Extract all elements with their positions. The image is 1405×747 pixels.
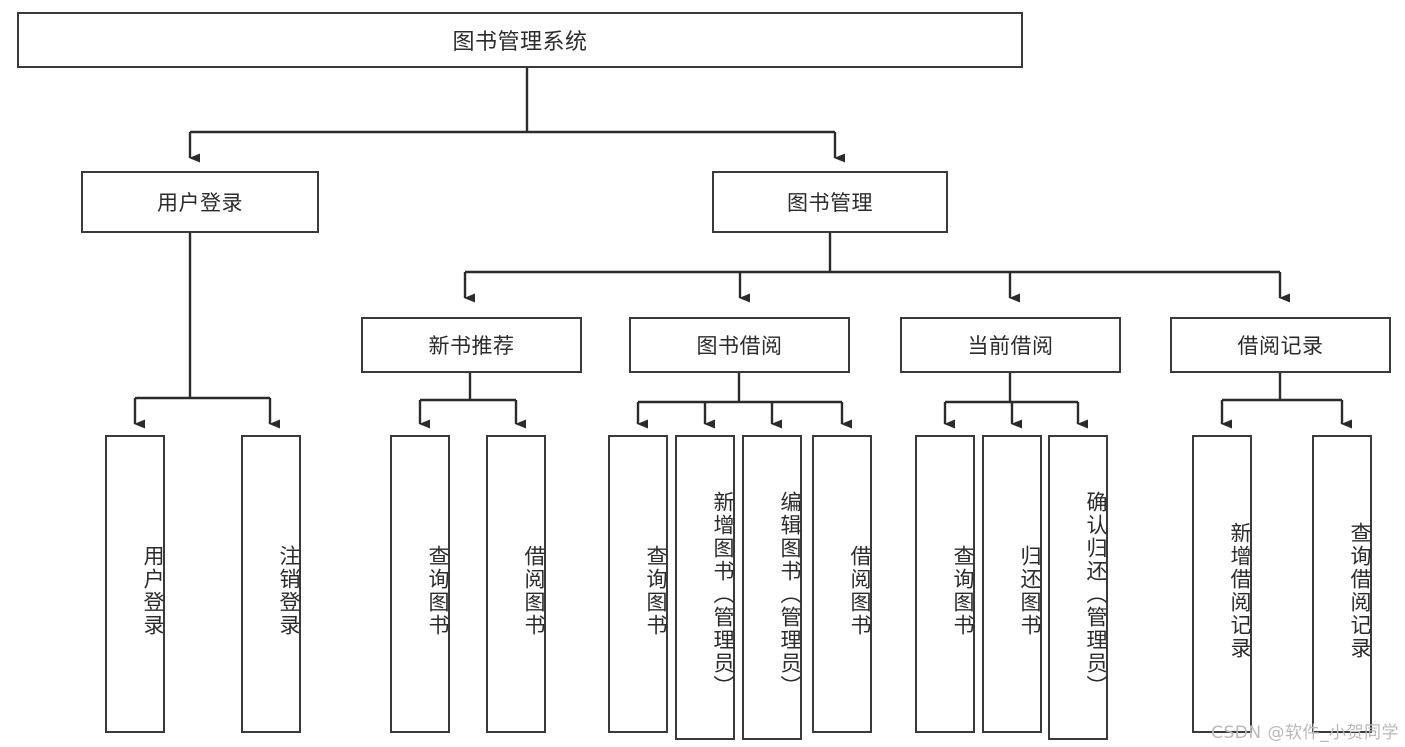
node-label: 编辑图书（管理员） (778, 491, 802, 698)
node-label: 用户登录 (141, 545, 165, 637)
node-label: 注销登录 (277, 545, 301, 637)
node-label: 查询借阅记录 (1348, 522, 1372, 660)
node-book-borrow[interactable]: 图书借阅 (629, 317, 850, 373)
node-label: 新增图书（管理员） (711, 491, 735, 698)
node-book-manage[interactable]: 图书管理 (712, 171, 948, 233)
node-label: 查询图书 (644, 545, 668, 637)
node-label: 当前借阅 (967, 334, 1054, 358)
node-label: 新书推荐 (428, 334, 515, 358)
leaf-query-book-borrow[interactable]: 查询图书 (608, 435, 668, 733)
leaf-add-borrow-record[interactable]: 新增借阅记录 (1192, 435, 1252, 733)
node-label: 借阅图书 (848, 545, 872, 637)
node-label: 图书管理系统 (452, 30, 588, 55)
node-label: 新增借阅记录 (1228, 522, 1252, 660)
leaf-query-book-recommend[interactable]: 查询图书 (390, 435, 450, 733)
node-label: 图书借阅 (696, 334, 783, 358)
node-label: 用户登录 (157, 191, 243, 215)
leaf-borrow-book-recommend[interactable]: 借阅图书 (486, 435, 546, 733)
node-user-login[interactable]: 用户登录 (81, 171, 319, 233)
node-label: 借阅记录 (1237, 334, 1324, 358)
leaf-logout-login[interactable]: 注销登录 (241, 435, 301, 733)
leaf-query-borrow-record[interactable]: 查询借阅记录 (1312, 435, 1372, 733)
node-label: 图书管理 (787, 191, 873, 215)
node-label: 归还图书 (1018, 545, 1042, 637)
leaf-edit-book[interactable]: 编辑图书（管理员） (742, 435, 802, 740)
node-label: 借阅图书 (522, 545, 546, 637)
node-new-book-recommend[interactable]: 新书推荐 (361, 317, 582, 373)
node-borrow-record[interactable]: 借阅记录 (1170, 317, 1391, 373)
leaf-user-login[interactable]: 用户登录 (105, 435, 165, 733)
node-label: 查询图书 (951, 545, 975, 637)
node-label: 确认归还（管理员） (1084, 491, 1108, 698)
leaf-borrow-book-borrow[interactable]: 借阅图书 (812, 435, 872, 733)
leaf-confirm-return[interactable]: 确认归还（管理员） (1048, 435, 1108, 740)
leaf-add-book[interactable]: 新增图书（管理员） (675, 435, 735, 740)
node-current-borrow[interactable]: 当前借阅 (900, 317, 1121, 373)
node-label: 查询图书 (426, 545, 450, 637)
node-root-system[interactable]: 图书管理系统 (17, 12, 1023, 68)
leaf-query-book-current[interactable]: 查询图书 (915, 435, 975, 733)
leaf-return-book[interactable]: 归还图书 (982, 435, 1042, 733)
csdn-watermark: CSDN @软件_小贺同学 (1211, 723, 1399, 743)
